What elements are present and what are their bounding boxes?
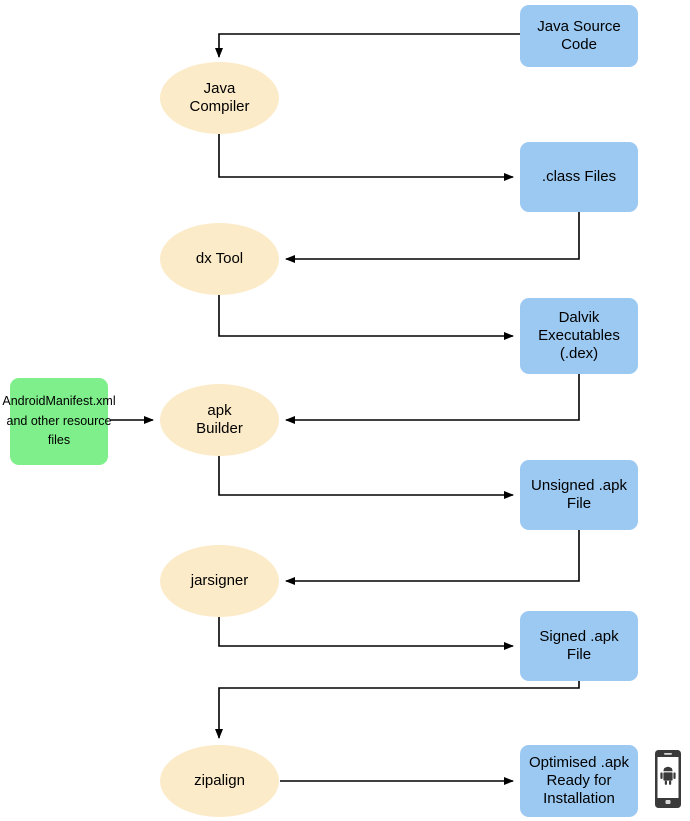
edge-dalvik-to-builder — [285, 374, 580, 424]
node-signed-apk-file[interactable]: Signed .apk File — [520, 611, 638, 681]
edge-signed-to-zipalign — [215, 681, 580, 739]
node-label-class-files: .class Files — [541, 168, 617, 186]
node-label-optimised-apk: Optimised .apk Ready for Installation — [528, 754, 630, 807]
node-unsigned-apk-file[interactable]: Unsigned .apk File — [520, 460, 638, 530]
edge-unsigned-to-jarsigner — [285, 530, 580, 585]
node-label-jarsigner: jarsigner — [190, 572, 249, 590]
node-label-dx-tool: dx Tool — [195, 250, 244, 268]
edge-class-to-dx — [285, 212, 580, 263]
node-optimised-apk[interactable]: Optimised .apk Ready for Installation — [520, 745, 638, 817]
edge-jarsigner-to-signed — [218, 617, 514, 650]
node-dx-tool[interactable]: dx Tool — [160, 223, 279, 295]
node-apk-builder[interactable]: apk Builder — [160, 384, 279, 456]
node-label-zipalign: zipalign — [194, 772, 245, 790]
node-label-java-source-code: Java Source Code — [537, 18, 621, 53]
node-android-manifest-resources[interactable]: AndroidManifest.xml and other resource f… — [2, 378, 116, 465]
node-jarsigner[interactable]: jarsigner — [160, 545, 279, 617]
node-label-android-manifest-resources: AndroidManifest.xml and other resource f… — [2, 394, 116, 448]
edge-compiler-to-class — [218, 134, 514, 181]
node-label-unsigned-apk-file: Unsigned .apk File — [531, 477, 627, 512]
edge-dx-to-dalvik — [218, 295, 514, 340]
node-label-java-compiler: Java Compiler — [189, 80, 250, 115]
android-phone-icon — [655, 750, 681, 813]
node-java-compiler[interactable]: Java Compiler — [160, 62, 279, 134]
node-label-dalvik-executables: Dalvik Executables (.dex) — [538, 309, 620, 362]
node-label-signed-apk-file: Signed .apk File — [539, 628, 619, 663]
node-dalvik-executables[interactable]: Dalvik Executables (.dex) — [520, 298, 638, 374]
edge-builder-to-unsigned — [218, 456, 514, 499]
node-zipalign[interactable]: zipalign — [160, 745, 279, 817]
node-label-apk-builder: apk Builder — [196, 402, 243, 437]
node-class-files[interactable]: .class Files — [520, 142, 638, 212]
node-java-source-code[interactable]: Java Source Code — [520, 5, 638, 67]
edge-source-to-compiler — [215, 33, 520, 58]
